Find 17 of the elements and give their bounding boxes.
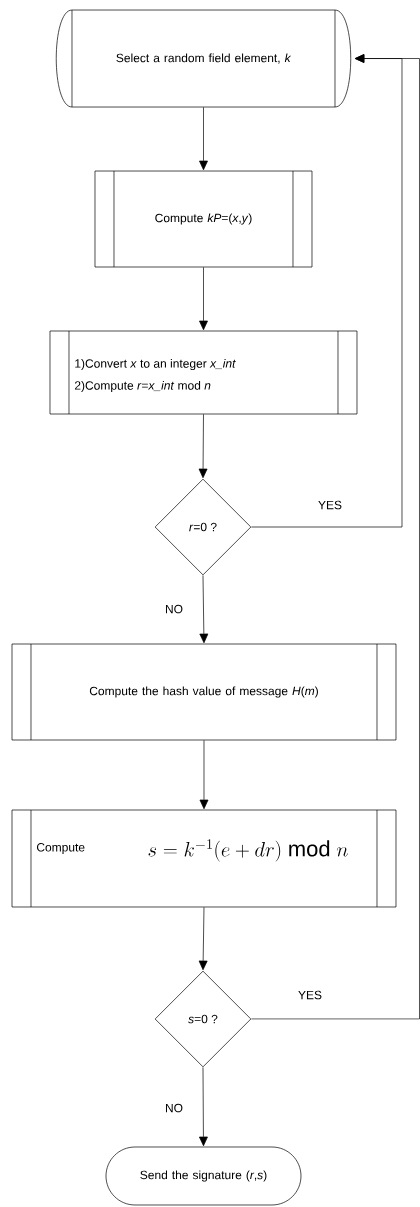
arrow <box>199 1067 208 1147</box>
stored-data-box: Select a random field element, k <box>55 9 352 108</box>
terminal-box: Send the signature (r,s) <box>105 1146 302 1206</box>
process-box: Compute $s=k^{-1}(e+dr)\bmod n$ <box>11 809 397 908</box>
process-box: Compute kP=(x,y) <box>94 170 313 268</box>
process-box: Compute the hash value of message H(m) <box>11 643 397 741</box>
arrow <box>199 740 209 810</box>
arrow <box>199 575 209 644</box>
edge-label: YES <box>317 499 343 511</box>
arrow <box>198 907 208 971</box>
edge-label: YES <box>297 989 323 1001</box>
arrow <box>198 414 208 479</box>
arrow <box>199 267 208 331</box>
process-box: 1)Convert x to an integer x_int 2)Compute r=x_int mod n <box>49 330 358 415</box>
edge-label: NO <box>164 1102 184 1114</box>
edge-label: NO <box>164 603 184 615</box>
arrow <box>199 107 208 171</box>
